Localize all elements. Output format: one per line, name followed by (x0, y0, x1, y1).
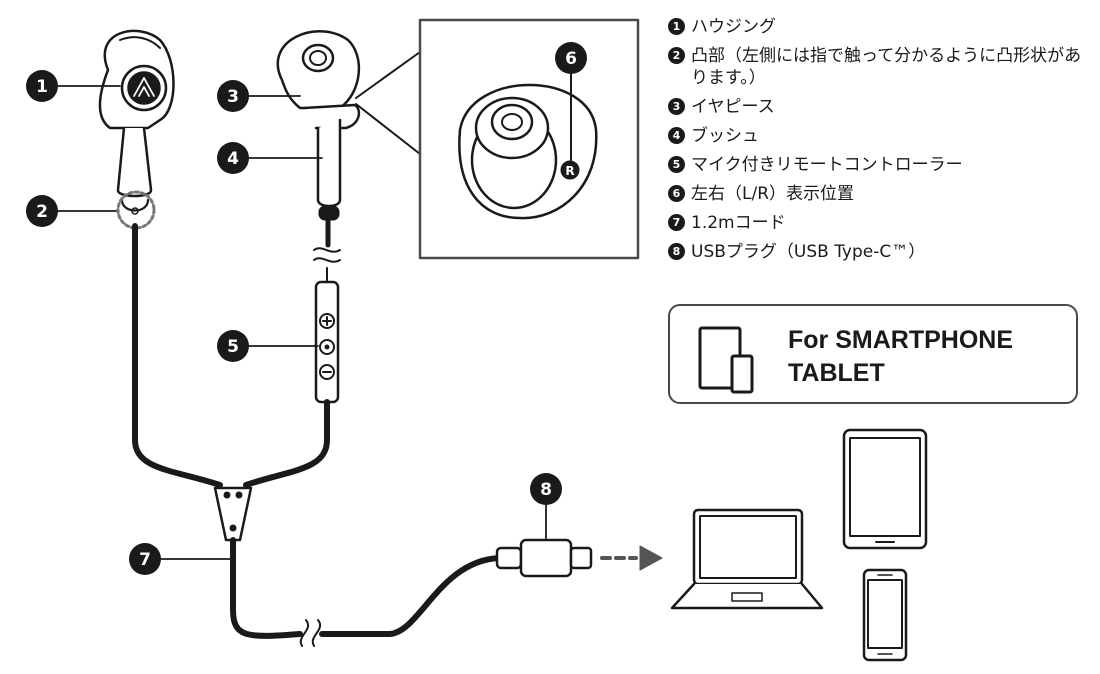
lr-marker-icon (560, 160, 580, 180)
left-earphone (98, 29, 175, 230)
legend-label: 凸部（左側には指で触って分かるように凸形状があります。） (691, 46, 1082, 88)
device-line-2: TABLET (788, 359, 885, 387)
legend-number: 5 (668, 156, 685, 173)
tablet-phone-icon (698, 326, 754, 394)
left-cable (132, 223, 223, 488)
connect-arrow (600, 545, 663, 571)
cable-break-top (313, 247, 341, 263)
callout-5: 5 (217, 330, 249, 362)
right-earphone (276, 30, 361, 221)
svg-text:6: 6 (565, 49, 577, 69)
legend-item: 2 凸部（左側には指で触って分かるように凸形状があります。） (668, 45, 1093, 89)
device-compatibility-box: For SMARTPHONE TABLET (668, 304, 1078, 404)
callout-6: 6 (555, 42, 587, 74)
play-button-icon (319, 339, 335, 355)
callout-7: 7 (129, 543, 161, 575)
legend-number: 1 (668, 18, 685, 35)
svg-text:8: 8 (540, 480, 552, 500)
remote-controller (314, 280, 340, 404)
right-cable (243, 399, 330, 488)
callout-8: 8 (530, 473, 562, 505)
splitter (213, 486, 253, 542)
legend-item: 7 1.2mコード (668, 212, 1093, 234)
main-cable (230, 537, 303, 639)
legend-item: 5 マイク付きリモートコントローラー (668, 154, 1093, 176)
usb-c-plug (495, 538, 593, 578)
svg-text:4: 4 (227, 149, 239, 169)
device-compatibility-text: For SMARTPHONE TABLET (788, 324, 1013, 390)
legend-number: 8 (668, 243, 685, 260)
legend-item: 8 USBプラグ（USB Type-C™） (668, 241, 1093, 263)
cable-break-bottom (299, 619, 321, 647)
legend-label: 1.2mコード (691, 213, 786, 233)
svg-text:3: 3 (227, 87, 239, 107)
callouts: 1 2 3 4 5 6 7 8 (26, 42, 587, 575)
legend-number: 2 (668, 47, 685, 64)
legend-label: イヤピース (691, 97, 775, 117)
parts-legend: 1 ハウジング 2 凸部（左側には指で触って分かるように凸形状があります。） 3 イヤ… (668, 16, 1093, 270)
svg-text:1: 1 (36, 77, 48, 97)
callout-4: 4 (217, 142, 249, 174)
legend-label: ハウジング (691, 17, 776, 37)
legend-item: 3 イヤピース (668, 96, 1093, 118)
eartip-hole-icon (301, 43, 335, 73)
svg-text:2: 2 (36, 202, 48, 222)
bump-marker-icon (131, 207, 139, 215)
svg-text:7: 7 (139, 550, 151, 570)
legend-label: 左右（L/R）表示位置 (691, 184, 855, 204)
tablet-icon (842, 428, 928, 550)
lr-marker-letter: R (565, 164, 574, 178)
legend-number: 7 (668, 214, 685, 231)
legend-item: 6 左右（L/R）表示位置 (668, 183, 1093, 205)
callout-2: 2 (26, 195, 58, 227)
callout-3: 3 (217, 80, 249, 112)
detail-view (355, 18, 640, 260)
callout-1: 1 (26, 70, 58, 102)
legend-number: 4 (668, 127, 685, 144)
svg-text:5: 5 (227, 337, 239, 357)
laptop-icon (670, 508, 824, 610)
legend-label: マイク付きリモートコントローラー (691, 155, 963, 175)
legend-number: 6 (668, 185, 685, 202)
volume-up-icon (319, 313, 335, 329)
device-line-1: For SMARTPHONE (788, 326, 1013, 354)
smartphone-icon (862, 568, 908, 662)
legend-number: 3 (668, 98, 685, 115)
legend-label: USBプラグ（USB Type-C™） (691, 242, 926, 262)
legend-item: 4 ブッシュ (668, 125, 1093, 147)
legend-label: ブッシュ (691, 126, 759, 146)
volume-down-icon (319, 364, 335, 380)
legend-item: 1 ハウジング (668, 16, 1093, 38)
